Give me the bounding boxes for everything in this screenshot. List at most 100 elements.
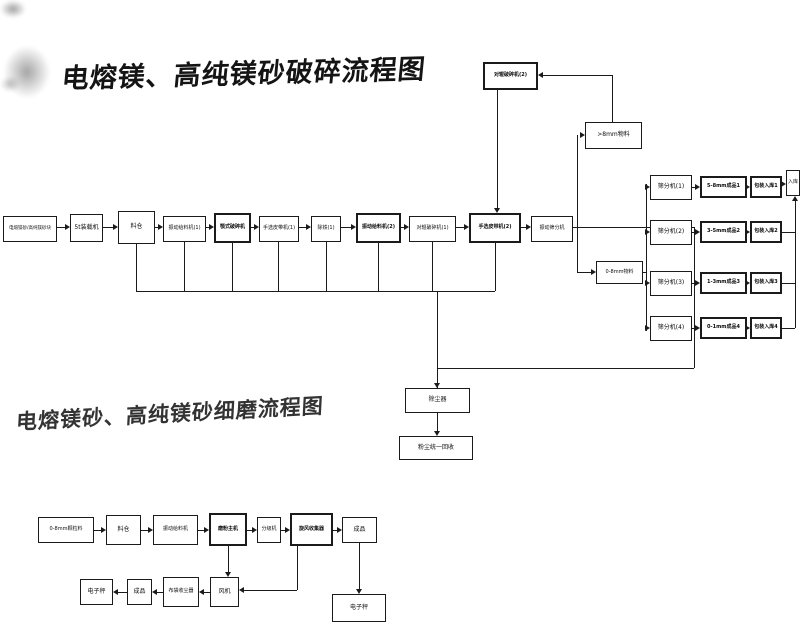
flow-arrow — [695, 184, 700, 190]
watermark-smudge — [4, 46, 50, 98]
flow-arrow — [695, 280, 700, 286]
flow-arrow — [645, 184, 650, 190]
flow-line — [359, 543, 360, 589]
flow-box-picking-belt-2: 手选皮带机(2) — [469, 213, 521, 243]
flow-arrow — [113, 224, 118, 230]
flow-line — [136, 244, 137, 291]
flow-line — [244, 590, 297, 591]
flow-arrow — [285, 527, 290, 533]
flow-box-packing-3: 包装入库3 — [750, 272, 782, 294]
flow-line — [206, 227, 209, 228]
flow-line — [782, 328, 795, 329]
flow-box-packing-4: 包装入库4 — [750, 317, 782, 339]
flow-line — [278, 242, 279, 291]
flow-arrow — [351, 224, 356, 230]
flow-line — [57, 227, 65, 228]
flow-arrow — [337, 527, 342, 533]
flow-box-bag-filter: 布袋收尘器 — [163, 577, 199, 607]
flow-box-product-5-8mm: 5-8mm成品1 — [700, 176, 747, 198]
flow-line — [297, 546, 298, 590]
flow-box-mill: 磨粉主机 — [209, 513, 247, 546]
flow-line — [94, 530, 101, 531]
flow-arrow — [695, 325, 700, 331]
flow-line — [184, 242, 185, 291]
flow-box-screen-2: 筛分机(2) — [650, 220, 692, 245]
flow-arrow — [494, 208, 500, 213]
flow-box-roll-crusher-2: 对辊破碎机(2) — [483, 62, 538, 90]
flow-line — [341, 227, 351, 228]
flow-arrow — [158, 224, 163, 230]
flow-arrow — [645, 280, 650, 286]
flow-arrow — [306, 224, 311, 230]
flow-line — [247, 530, 252, 531]
flow-line — [155, 227, 158, 228]
grind-flow-title: 电熔镁砂、高纯镁砂细磨流程图 — [15, 393, 325, 435]
flow-arrow — [199, 589, 204, 595]
flow-line — [299, 227, 306, 228]
watermark-smudge — [0, 76, 20, 92]
watermark-smudge — [0, 0, 26, 18]
flow-line — [692, 187, 695, 188]
flow-line — [497, 90, 498, 208]
flow-arrow — [404, 224, 409, 230]
flow-line — [456, 227, 464, 228]
flow-line — [118, 592, 127, 593]
flow-arrow — [695, 229, 700, 235]
flow-arrow — [526, 224, 531, 230]
flow-line — [782, 232, 795, 233]
flow-line — [646, 184, 647, 331]
flow-arrow — [65, 224, 70, 230]
flow-box-jaw-crusher: 颚式破碎机 — [214, 213, 251, 243]
flow-line — [103, 227, 113, 228]
flow-box-screen-4: 筛分机(4) — [650, 316, 692, 341]
flow-line — [326, 242, 327, 291]
flow-line — [692, 232, 695, 233]
flow-line — [204, 592, 210, 593]
flow-line — [573, 227, 694, 228]
flow-box-hopper: 料仓 — [118, 211, 155, 244]
flow-box-vibrating-screen: 振动筛分机 — [531, 216, 573, 242]
flow-box-row2-product: 成品 — [127, 579, 152, 605]
flow-box-screen-1: 筛分机(1) — [650, 175, 692, 200]
flow-line — [432, 242, 433, 291]
flow-line — [692, 283, 695, 284]
flow-arrow — [645, 325, 650, 331]
flow-box-iron-remover: 除铁(1) — [311, 216, 341, 242]
flow-line — [333, 530, 337, 531]
flow-box-dust-collector: 除尘器 — [405, 388, 470, 413]
flow-box-cyclone: 旋风收集器 — [290, 513, 333, 546]
flow-line — [578, 272, 591, 273]
flow-arrow — [434, 431, 440, 436]
flow-arrow — [113, 589, 118, 595]
flow-box-screen-3: 筛分机(3) — [650, 271, 692, 296]
flow-box-fan: 风机 — [210, 577, 239, 607]
flow-box-product-1-3mm: 1-3mm成品3 — [700, 272, 747, 294]
flow-arrow — [148, 527, 153, 533]
flow-box-scale-2: 电子秤 — [332, 594, 386, 622]
flow-box-storage: 入库 — [786, 170, 800, 196]
flow-arrow — [209, 224, 214, 230]
flow-line — [521, 227, 526, 228]
flow-line — [232, 243, 233, 291]
flow-box-grind-feed-0-8mm: 0-8mm颗粒料 — [38, 517, 94, 543]
flow-arrow — [252, 527, 257, 533]
flow-line — [495, 243, 496, 291]
flow-box-grind-hopper: 料仓 — [106, 515, 141, 545]
flow-line — [612, 75, 613, 122]
flow-line — [694, 227, 695, 368]
flow-arrow — [781, 181, 786, 187]
flow-box-undersize-0-8mm: 0-8mm物料 — [596, 261, 643, 284]
flow-arrow — [152, 589, 157, 595]
flow-line — [141, 530, 148, 531]
flow-arrow — [645, 229, 650, 235]
flow-line — [251, 227, 254, 228]
flow-box-feeder-1: 振动给料机(1) — [163, 216, 206, 242]
flow-line — [643, 272, 646, 273]
flow-box-product-3-5mm: 3-5mm成品2 — [700, 221, 747, 243]
flow-box-feeder-2: 振动给料机(2) — [356, 213, 401, 243]
flow-line — [782, 283, 795, 284]
flow-box-packing-1: 包装入库1 — [750, 176, 782, 198]
flow-box-packing-2: 包装入库2 — [750, 221, 782, 243]
flow-line — [228, 546, 229, 572]
